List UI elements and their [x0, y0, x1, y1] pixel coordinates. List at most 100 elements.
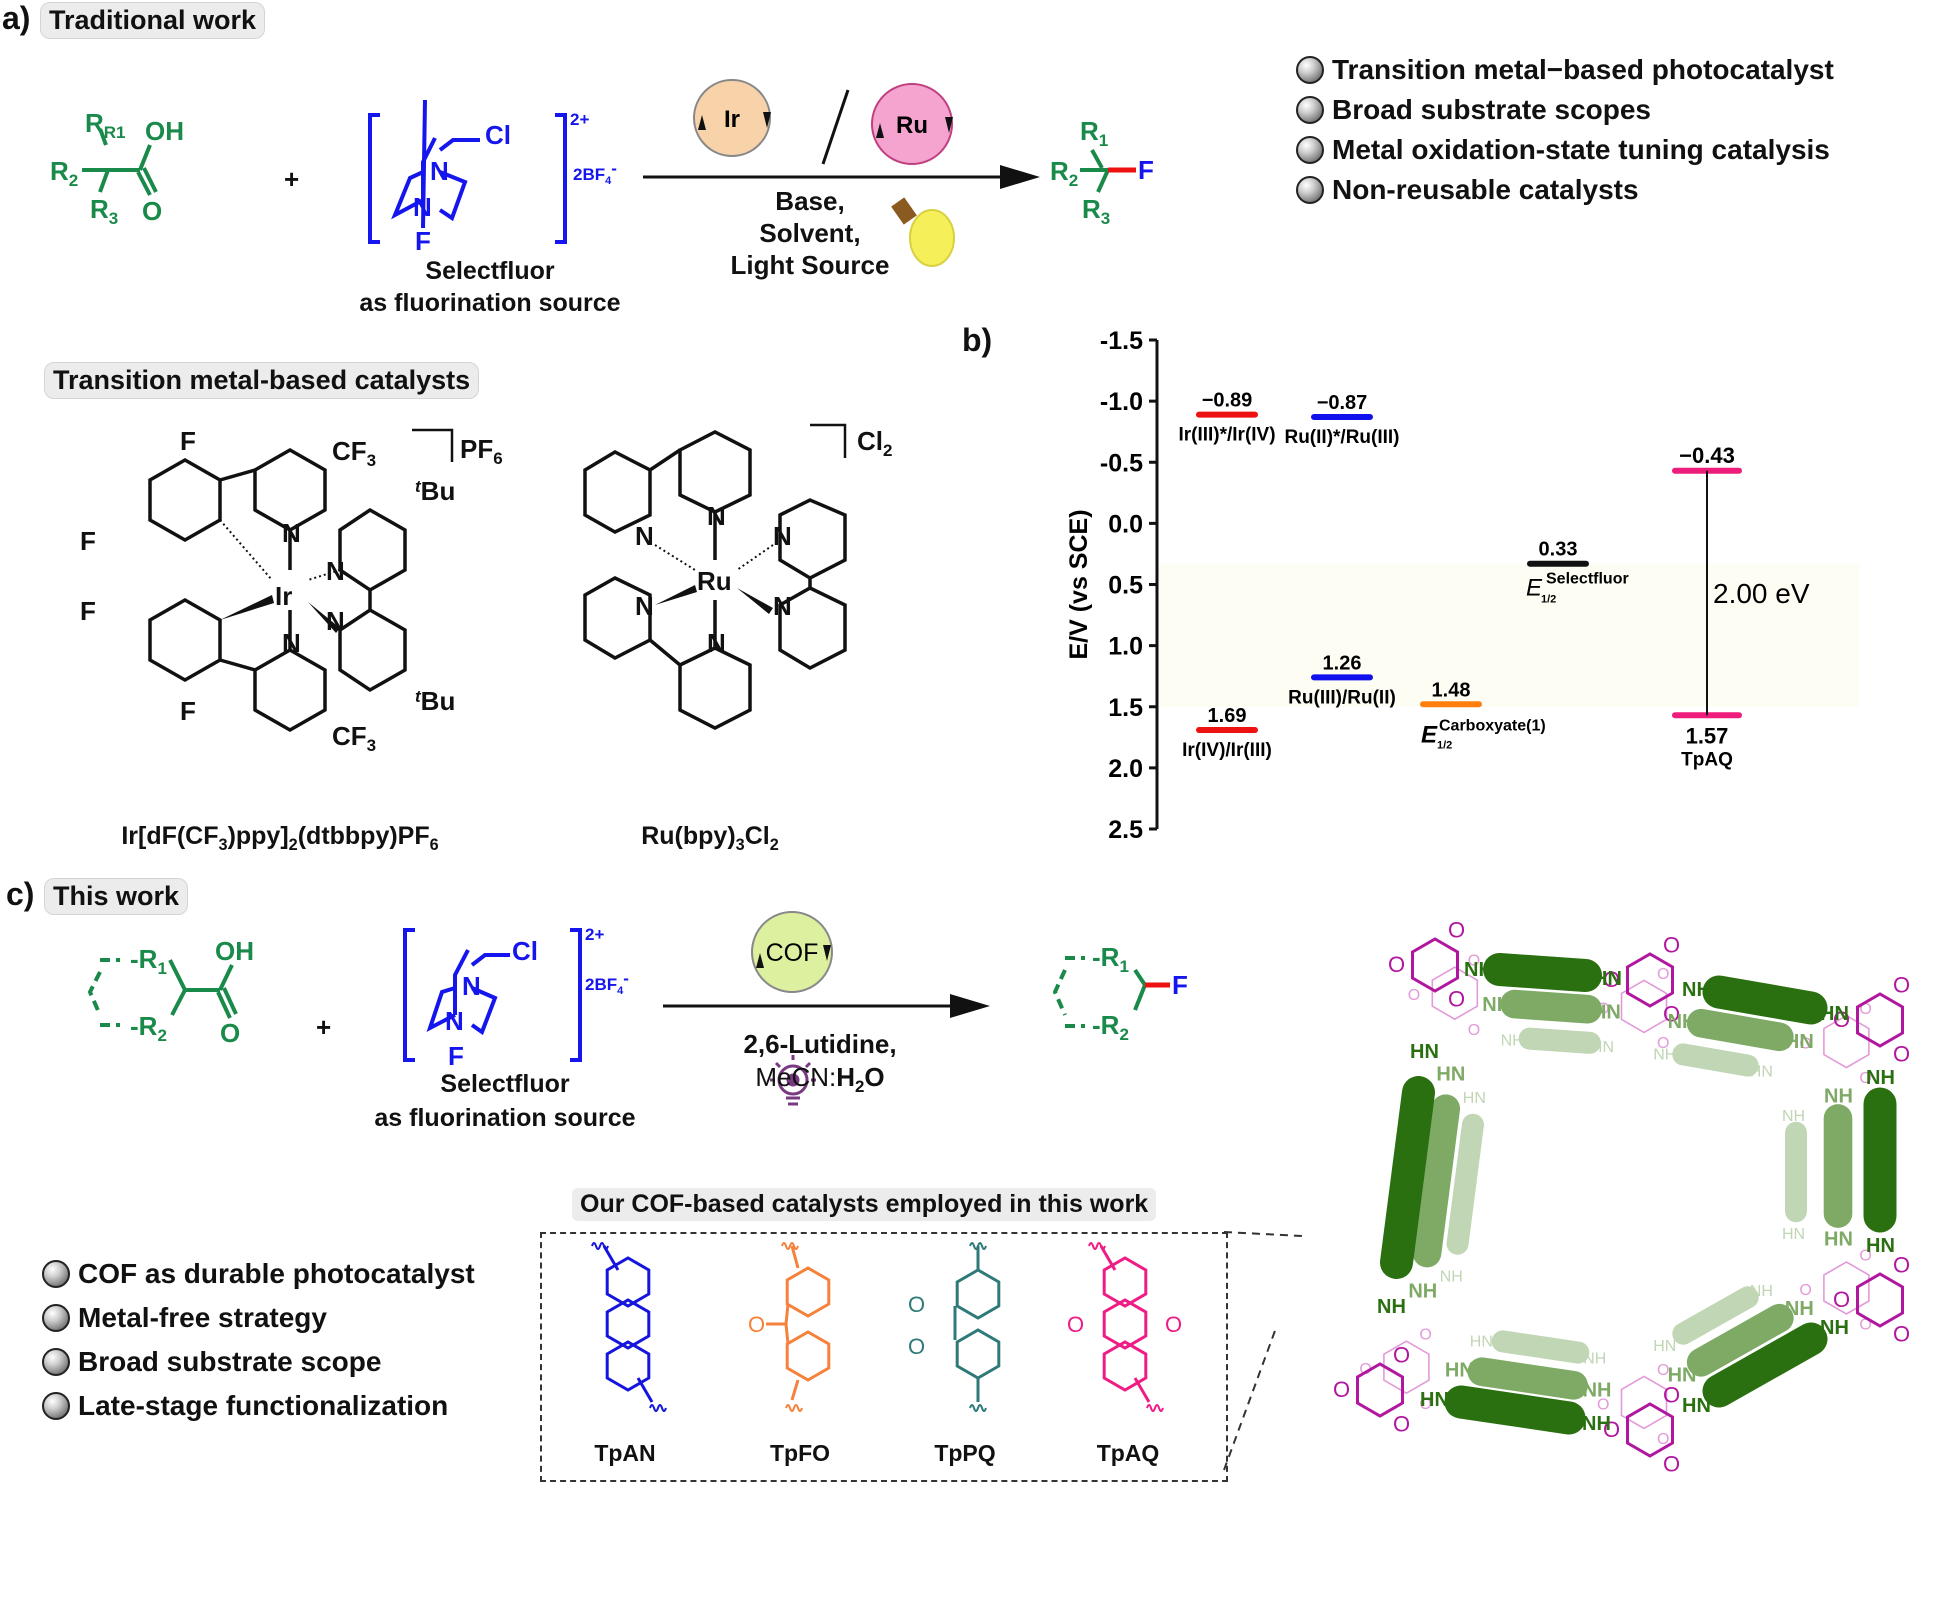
linker-structure-tppq: OO [908, 1242, 1001, 1412]
triformylphloroglucinol-node: OOO [1833, 972, 1910, 1066]
svg-text:NH: NH [1501, 1033, 1524, 1050]
cof-linker-rod: NH HN [1420, 1385, 1611, 1435]
energy-value-label: 1.48 [1432, 679, 1471, 701]
couple-label: Ir(III)*/Ir(IV) [1178, 425, 1275, 446]
svg-text:HN: HN [1463, 1090, 1486, 1107]
linker-structure-tpfo: O [748, 1242, 831, 1412]
svg-text:O: O [1333, 1377, 1350, 1402]
charge-label: 2+ [585, 925, 604, 944]
condition-solvent: Solvent, [759, 218, 861, 248]
svg-text:-R1: -R1 [130, 944, 167, 978]
svg-text:HN: HN [1668, 1364, 1697, 1386]
energy-value-label: −0.89 [1202, 390, 1253, 412]
product-alkyl-fluoride: R1 R2 R3 F [1050, 116, 1154, 228]
svg-text:O: O [1657, 1431, 1669, 1448]
ir-counterion: PF6 [460, 434, 503, 468]
y-tick-label: -1.0 [1100, 388, 1143, 416]
svg-text:NH: NH [1866, 1067, 1895, 1089]
selectfluor-structure: Cl N N F 2+ 2BF4- [368, 100, 617, 256]
svg-text:N: N [635, 591, 654, 621]
svg-text:NH: NH [1440, 1269, 1463, 1286]
svg-text:N: N [707, 628, 726, 658]
selectfluor-caption-c-2: as fluorination source [374, 1104, 636, 1132]
y-tick-label: -0.5 [1100, 449, 1143, 477]
svg-text:O: O [1468, 1022, 1480, 1039]
svg-text:O: O [1893, 1322, 1910, 1347]
svg-text:O: O [1663, 1452, 1680, 1477]
svg-text:-R2: -R2 [130, 1011, 167, 1045]
svg-text:O: O [1859, 1070, 1871, 1087]
svg-text:O: O [1663, 1382, 1680, 1407]
svg-text:N: N [445, 1006, 464, 1036]
selectfluor-caption-1: Selectfluor [425, 257, 555, 285]
svg-text:NH: NH [1668, 1011, 1697, 1033]
svg-text:COF: COF [766, 939, 819, 967]
y-tick-label: -1.5 [1100, 327, 1143, 355]
svg-text:HN: HN [1592, 1001, 1621, 1023]
feature-item: Broad substrate scope [42, 1340, 475, 1384]
couple-label: Ir(IV)/Ir(III) [1182, 740, 1272, 761]
bullet-ball-icon [42, 1260, 70, 1288]
triformylphloroglucinol-node: OOO [1597, 1362, 1669, 1448]
iridium-atom: Ir [275, 581, 292, 611]
y-tick-label: 1.0 [1108, 633, 1143, 661]
plus-sign: + [284, 164, 300, 194]
svg-text:HN: HN [1824, 1228, 1853, 1250]
svg-text:O: O [1833, 1287, 1850, 1312]
linker-name-tpaq: TpAQ [1096, 1440, 1160, 1466]
svg-text:O: O [1388, 952, 1405, 977]
slash-divider [821, 89, 850, 165]
svg-text:HN: HN [1410, 1041, 1439, 1063]
panel-c-letter: c) [6, 876, 35, 912]
shaded-band [1159, 563, 1859, 707]
selectfluor-sub: 1/2 [1541, 594, 1556, 606]
svg-text:O: O [1597, 1396, 1609, 1413]
svg-text:NH: NH [1785, 1298, 1814, 1320]
svg-text:N: N [773, 521, 792, 551]
carboxylate-sub: 1/2 [1437, 739, 1452, 751]
svg-text:NH: NH [1582, 1413, 1611, 1435]
svg-text:CF3: CF3 [332, 436, 376, 470]
svg-text:NH: NH [1824, 1086, 1853, 1108]
couple-label: Ru(II)*/Ru(III) [1284, 427, 1399, 448]
svg-text:-R1: -R1 [1092, 942, 1129, 976]
triformylphloroglucinol-node: O O O [1408, 953, 1480, 1039]
svg-text:O: O [1408, 987, 1420, 1004]
reaction-arrow-c: COF [663, 911, 990, 1106]
svg-text:HN: HN [1420, 1389, 1449, 1411]
nitrogen-atom-top: N [430, 156, 449, 186]
reactant-cyclic-acid: -R1 -R2 OH O [87, 936, 254, 1048]
svg-text:N: N [326, 606, 345, 636]
svg-text:F: F [80, 596, 96, 626]
svg-text:O: O [1468, 953, 1480, 970]
couple-label: Ru(III)/Ru(II) [1288, 687, 1396, 708]
hydroxyl-group: OH [215, 936, 254, 966]
svg-text:O: O [1799, 1282, 1811, 1299]
svg-text:O: O [1393, 1412, 1410, 1437]
svg-text:N: N [462, 971, 481, 1001]
feature-item: Metal-free strategy [42, 1296, 475, 1340]
svg-text:HN: HN [1750, 1063, 1773, 1080]
triformylphloroglucinol-node: OOO [1603, 1382, 1680, 1476]
ir-complex-name: Ir[dF(CF3)ppy]2(dtbbpy)PF6 [121, 822, 439, 854]
triformylphloroglucinol-node: OOO [1333, 1342, 1410, 1436]
svg-text:NH: NH [1782, 1108, 1805, 1125]
svg-text:O: O [1859, 1247, 1871, 1264]
svg-text:R2: R2 [1050, 156, 1078, 190]
ru-complex-structure: Ru NN NN NN Cl2 [583, 423, 892, 730]
ruthenium-atom: Ru [697, 566, 732, 596]
svg-text:CF3: CF3 [332, 721, 376, 755]
bullet-ball-icon [42, 1304, 70, 1332]
svg-text:O: O [1419, 1327, 1431, 1344]
linker-name-tpfo: TpFO [769, 1440, 831, 1466]
ir-catalyst-cycle: Ir [693, 79, 771, 157]
